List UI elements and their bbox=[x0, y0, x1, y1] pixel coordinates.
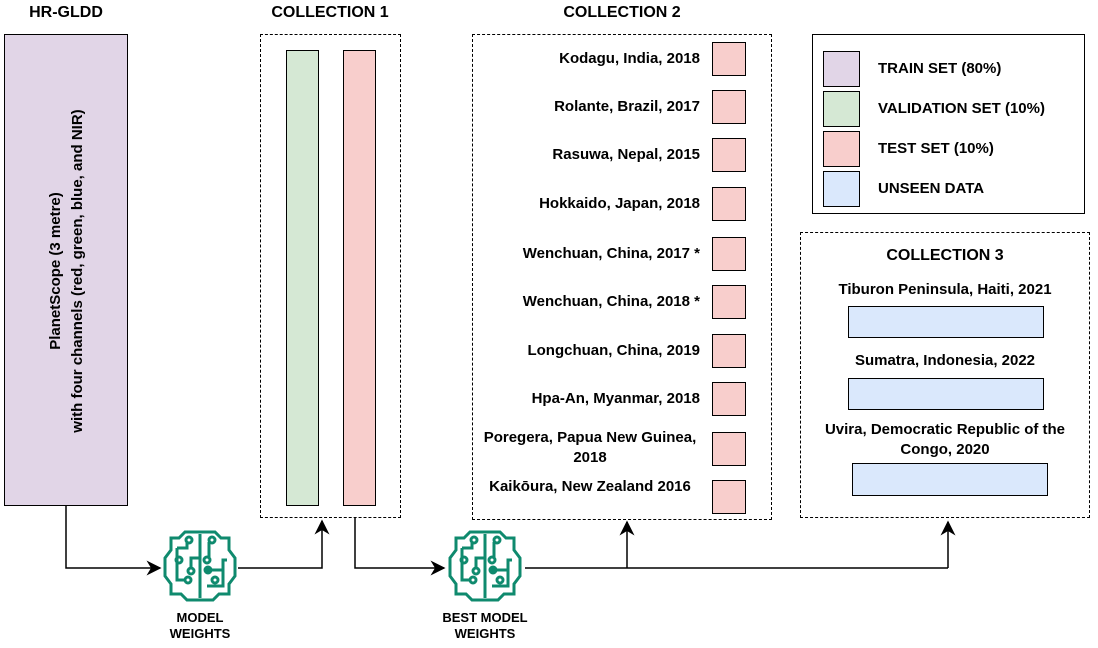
collection3-item: Uvira, Democratic Republic of the Congo,… bbox=[824, 421, 1066, 458]
validation-bar bbox=[286, 50, 319, 506]
test-square bbox=[712, 90, 746, 124]
legend-swatch-unseen bbox=[823, 171, 860, 207]
brain-circuit-icon bbox=[448, 530, 522, 602]
test-square bbox=[712, 237, 746, 271]
collection2-item: Longchuan, China, 2019 bbox=[527, 342, 700, 359]
legend-box bbox=[812, 34, 1085, 214]
train-set-box: PlanetScope (3 metre) with four channels… bbox=[4, 34, 128, 506]
legend-label-unseen: UNSEEN DATA bbox=[878, 180, 985, 197]
collection2-item: Wenchuan, China, 2018 * bbox=[522, 293, 700, 310]
collection1-title: COLLECTION 1 bbox=[271, 4, 389, 21]
legend-label-train: TRAIN SET (80%) bbox=[878, 60, 1002, 77]
collection2-item: Poregera, Papua New Guinea, 2018 bbox=[483, 429, 697, 466]
collection2-item: Rolante, Brazil, 2017 bbox=[554, 98, 700, 115]
model-weights-label: MODEL WEIGHTS bbox=[169, 610, 231, 641]
collection2-item: Wenchuan, China, 2017 * bbox=[522, 245, 700, 262]
hrgldd-title: HR-GLDD bbox=[29, 4, 103, 21]
collection2-item: Rasuwa, Nepal, 2015 bbox=[552, 146, 700, 163]
test-square bbox=[712, 334, 746, 368]
collection2-item: Hpa-An, Myanmar, 2018 bbox=[531, 390, 700, 407]
collection3-title: COLLECTION 3 bbox=[886, 247, 1004, 264]
test-bar bbox=[343, 50, 376, 506]
unseen-bar bbox=[848, 306, 1044, 338]
brain-circuit-icon bbox=[163, 530, 237, 602]
collection2-item: Kaikōura, New Zealand 2016 bbox=[489, 478, 691, 495]
arrow-dataset-to-model bbox=[65, 506, 162, 576]
collection3-item: Tiburon Peninsula, Haiti, 2021 bbox=[838, 281, 1052, 298]
legend-label-test: TEST SET (10%) bbox=[878, 140, 994, 157]
arrow-collection1-to-best-model bbox=[354, 518, 446, 576]
test-square bbox=[712, 382, 746, 416]
collection3-item: Sumatra, Indonesia, 2022 bbox=[854, 352, 1036, 369]
arrow-model-to-collection1 bbox=[238, 519, 330, 569]
test-square bbox=[712, 480, 746, 514]
legend-swatch-test bbox=[823, 131, 860, 167]
legend-swatch-validation bbox=[823, 91, 860, 127]
collection1-box bbox=[260, 34, 401, 518]
collection3-box bbox=[800, 232, 1090, 518]
best-model-weights-label: BEST MODEL WEIGHTS bbox=[442, 610, 528, 641]
dataset-description-line2: with four channels (red, green, blue, an… bbox=[69, 109, 86, 433]
collection2-item: Kodagu, India, 2018 bbox=[559, 50, 700, 67]
unseen-bar bbox=[852, 463, 1048, 496]
test-square bbox=[712, 432, 746, 466]
test-square bbox=[712, 187, 746, 221]
collection2-title: COLLECTION 2 bbox=[563, 4, 681, 21]
test-square bbox=[712, 285, 746, 319]
legend-label-validation: VALIDATION SET (10%) bbox=[878, 100, 1045, 117]
test-square bbox=[712, 42, 746, 76]
dataset-description-line1: PlanetScope (3 metre) bbox=[47, 192, 64, 350]
legend-swatch-train bbox=[823, 51, 860, 87]
unseen-bar bbox=[848, 378, 1044, 410]
collection2-box bbox=[472, 34, 772, 520]
collection2-item: Hokkaido, Japan, 2018 bbox=[539, 195, 700, 212]
test-square bbox=[712, 138, 746, 172]
